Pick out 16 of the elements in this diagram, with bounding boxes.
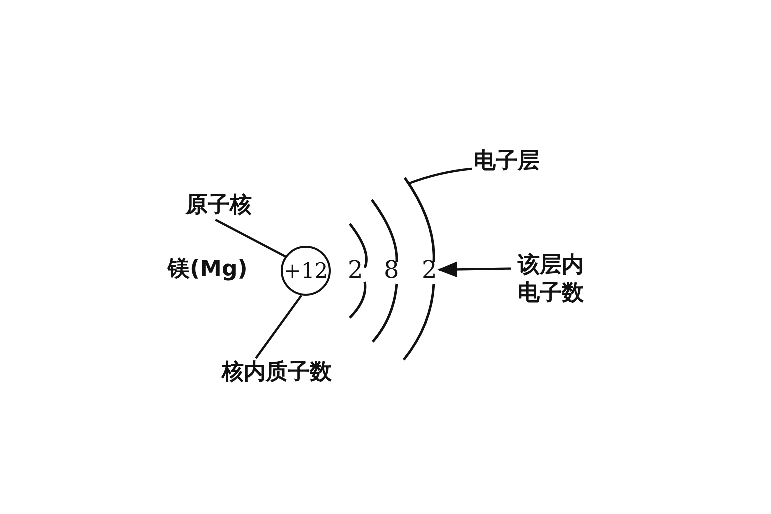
leader-line — [255, 294, 303, 360]
electron-shell-arc — [348, 222, 368, 320]
callout-label: 原子核 — [186, 192, 252, 220]
callout-label: 该层内电子数 — [518, 252, 588, 308]
arrow — [438, 262, 512, 278]
electron-shell-arc — [370, 198, 398, 344]
electron-shell-arc — [402, 176, 436, 362]
electron-count: 2 — [422, 256, 438, 284]
element-name: 镁(Mg) — [168, 256, 248, 284]
leader-line — [408, 168, 472, 185]
callout-label: 核内质子数 — [222, 359, 332, 387]
electron-count: 8 — [384, 256, 400, 284]
callout-label: 电子层 — [474, 148, 540, 176]
leader-line — [215, 219, 286, 258]
nucleus-circle: +12 — [281, 246, 331, 296]
electron-count: 2 — [348, 256, 364, 284]
